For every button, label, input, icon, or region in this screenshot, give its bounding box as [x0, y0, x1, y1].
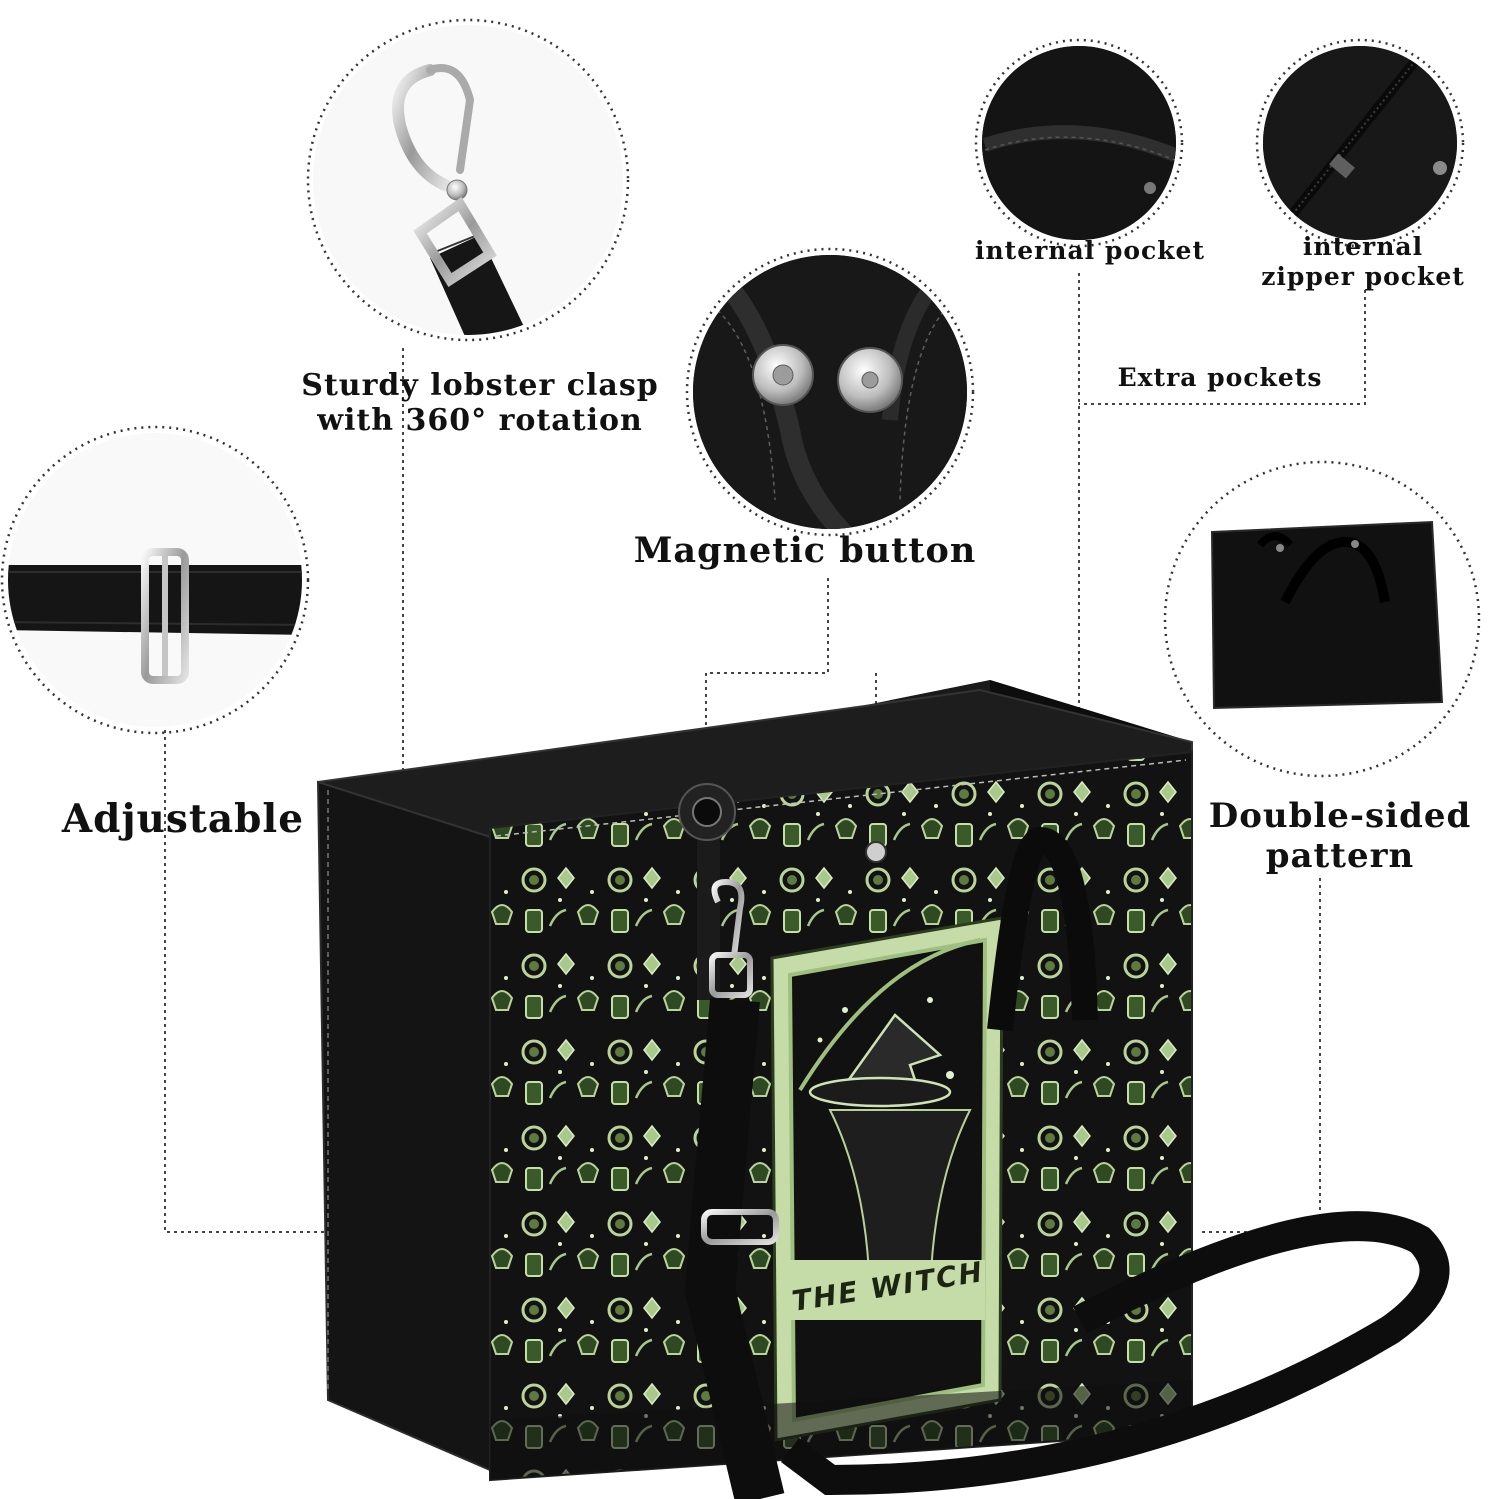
extra-pockets-label: Extra pockets [1117, 363, 1323, 392]
magnetic-button-label: Magnetic button [633, 530, 977, 571]
internal-pocket-label: internal pocket [974, 236, 1206, 265]
clasp-label-line1: Sturdy lobster clasp [301, 368, 659, 403]
double-label-line1: Double-sided [1208, 796, 1472, 836]
clasp-label: Sturdy lobster clasp with 360° rotation [270, 368, 690, 439]
lobster-clasp-icon [392, 64, 497, 287]
detail-adjustable-strap [0, 425, 310, 735]
zipper-label-line2: zipper pocket [1261, 261, 1465, 291]
strap-slider-icon [141, 548, 189, 684]
witch-tarot-card [770, 916, 1004, 1442]
folded-bag-icon [1210, 520, 1444, 710]
zipper-icon [1263, 46, 1457, 240]
zipper-pocket-label: internal zipper pocket [1248, 232, 1478, 291]
detail-magnetic-button [685, 247, 975, 537]
detail-internal-pocket [974, 38, 1184, 248]
zipper-label-line1: internal [1302, 232, 1424, 261]
double-label-line2: pattern [1265, 836, 1415, 877]
magnetic-snap-pair [752, 344, 903, 413]
detail-double-sided [1163, 460, 1481, 778]
double-sided-label: Double-sided pattern [1195, 796, 1485, 876]
adjustable-label: Adjustable [61, 796, 305, 842]
magnetic-snap-icon [692, 797, 722, 827]
internal-pocket-icon [982, 46, 1176, 240]
clasp-label-line2: with 360° rotation [317, 403, 643, 439]
detail-zipper-pocket [1255, 38, 1465, 248]
tote-bag [316, 680, 1450, 1499]
detail-lobster-clasp [306, 18, 630, 342]
